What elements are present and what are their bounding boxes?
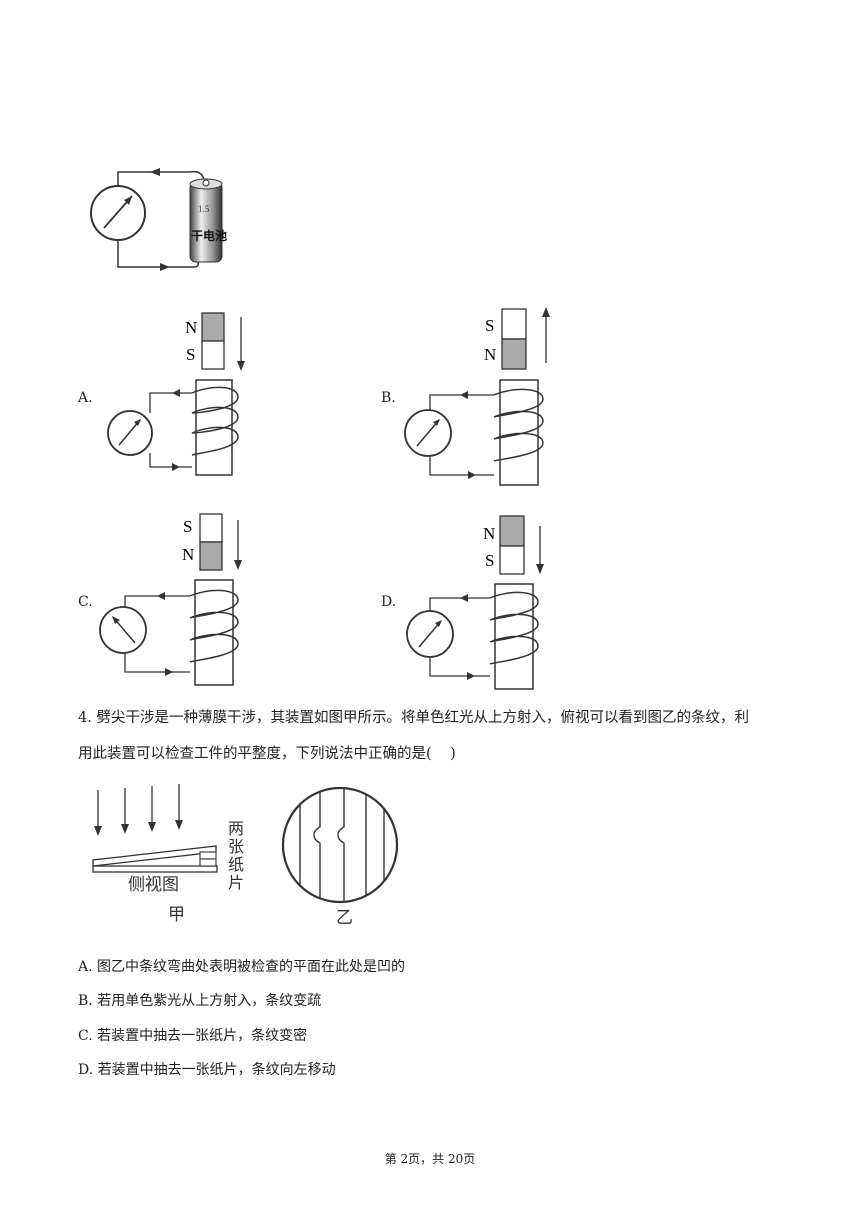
answer-option-d: D. 若装置中抽去一张纸片，条纹向左移动 [78, 1062, 336, 1078]
option-a-label: A. [78, 390, 93, 406]
battery-voltage-label: 1.5 [198, 204, 210, 214]
option-a-figure: N S [107, 312, 245, 476]
fig-jia-paper-label-2: 张 [228, 838, 244, 856]
fig-jia-side-view-caption: 侧视图 [128, 875, 179, 894]
answer-option-a: A. 图乙中条纹弯曲处表明被检查的平面在此处是凹的 [78, 959, 406, 975]
option-a-bottom-pole: S [186, 345, 195, 364]
fig-jia-paper-label-1: 两 [228, 821, 244, 838]
fig-jia-paper-label-4: 片 [228, 874, 244, 892]
option-d-figure: N S [406, 515, 544, 690]
option-c-figure: S N [99, 513, 242, 686]
option-b-top-pole: S [485, 316, 494, 335]
question-4-line-1: 4. 劈尖干涉是一种薄膜干涉，其装置如图甲所示。将单色红光从上方射入，俯视可以看… [78, 710, 749, 726]
page-footer: 第 2页，共 20页 [384, 1152, 476, 1166]
wedge-interference-side-view: 侧视图 甲 两 张 纸 片 [92, 784, 244, 924]
answer-option-c: C. 若装置中抽去一张纸片，条纹变密 [78, 1028, 308, 1044]
option-c-bottom-pole: N [182, 545, 194, 564]
option-b-label: B. [381, 390, 396, 406]
wedge-interference-fringe-view: 乙 [281, 786, 399, 927]
fig-jia-paper-label-3: 纸 [228, 856, 244, 874]
option-a-top-pole: N [185, 318, 197, 337]
option-c-label: C. [78, 594, 93, 610]
answer-option-b: B. 若用单色紫光从上方射入，条纹变疏 [78, 993, 322, 1009]
question-4-line-2: 用此装置可以检查工件的平整度，下列说法中正确的是( ) [78, 746, 456, 762]
option-c-top-pole: S [183, 517, 192, 536]
option-b-bottom-pole: N [484, 345, 496, 364]
fig-yi-caption: 乙 [336, 908, 353, 927]
fig-jia-caption: 甲 [168, 905, 185, 924]
option-d-top-pole: N [483, 524, 495, 543]
option-d-bottom-pole: S [485, 551, 494, 570]
battery-name-label: 干电池 [191, 228, 227, 243]
option-d-label: D. [381, 594, 397, 610]
option-b-figure: S N [404, 307, 550, 486]
galvanometer-battery-figure: 1.5 干电池 [90, 168, 227, 271]
